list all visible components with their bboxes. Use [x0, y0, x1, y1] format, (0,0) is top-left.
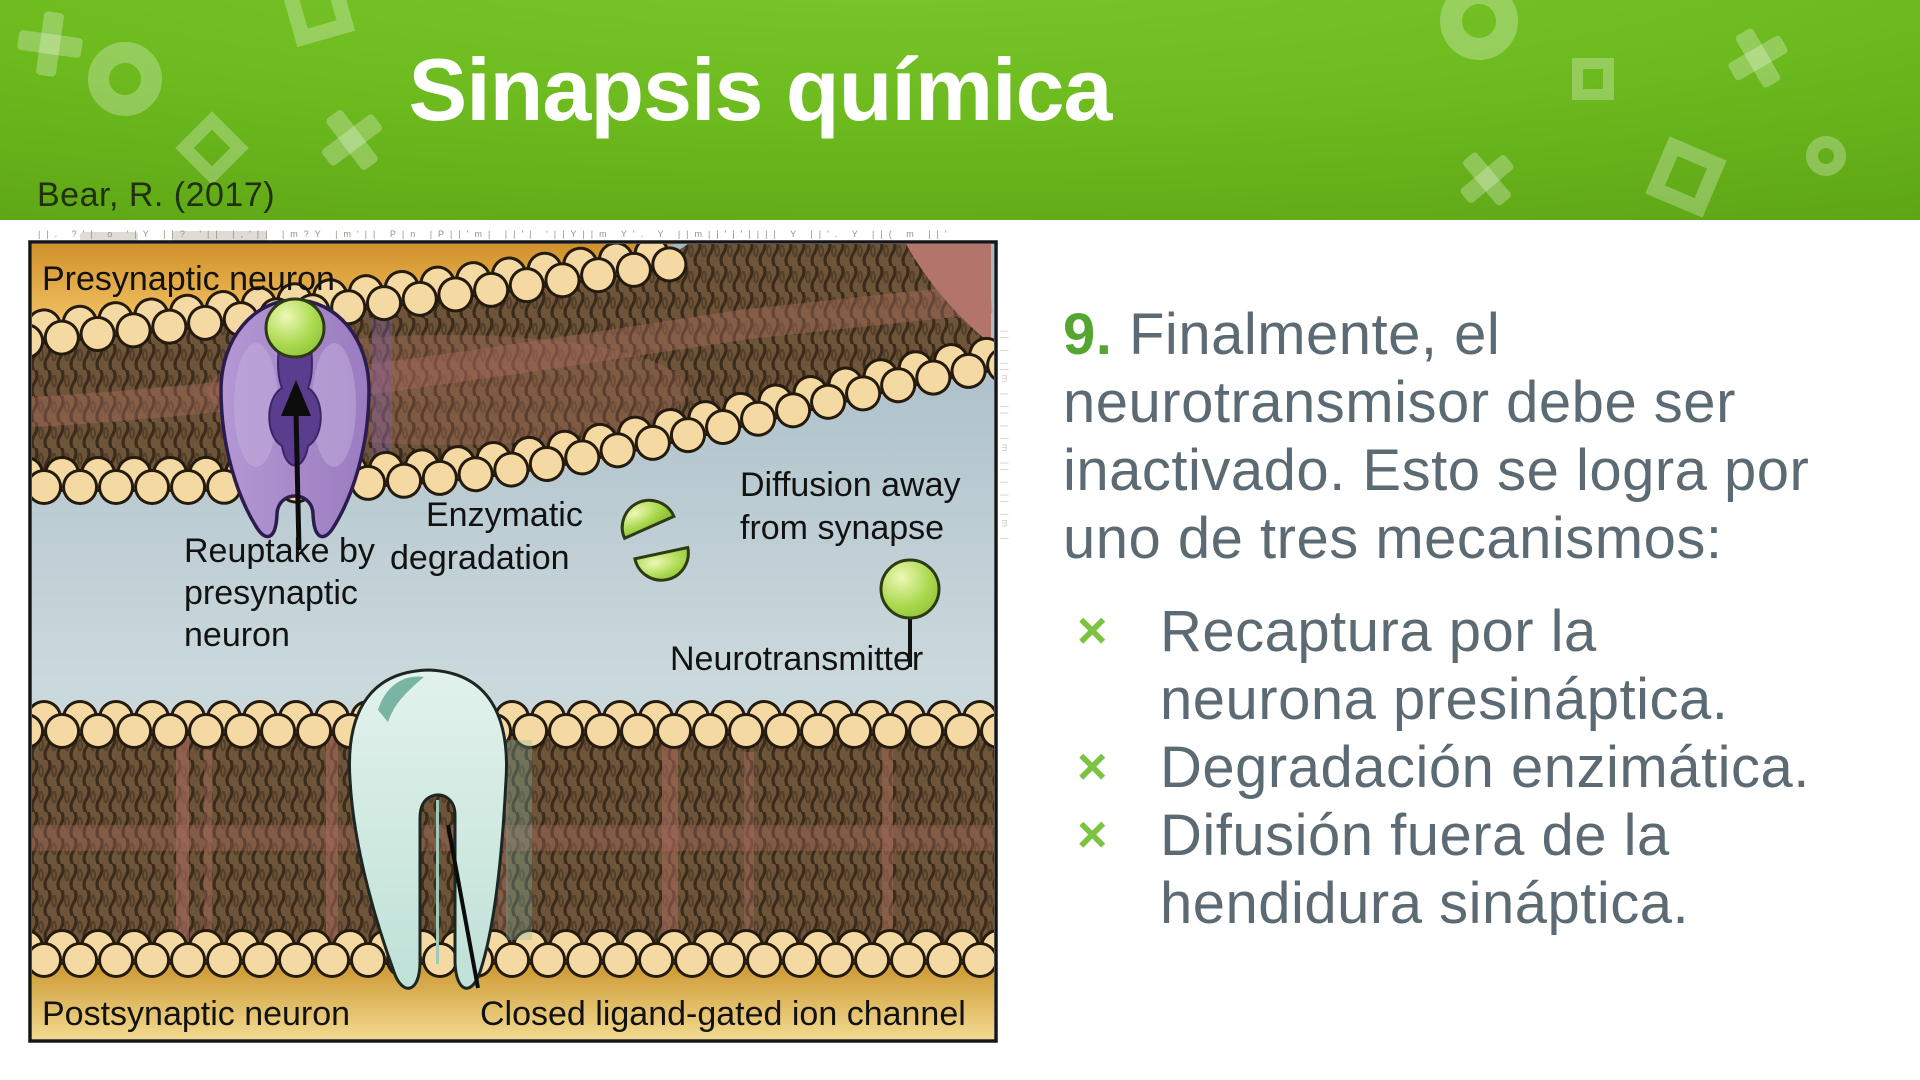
- label-enzymatic-2: degradation: [390, 539, 570, 577]
- presynaptic-cut-corner: [906, 244, 991, 344]
- label-postsynaptic: Postsynaptic neuron: [42, 995, 350, 1033]
- channel-tint: [506, 740, 532, 940]
- membrane-purple-tint: [372, 304, 392, 482]
- postsynaptic-membrane-tails: [32, 728, 994, 952]
- header-band: Sinapsis química Bear, R. (2017): [0, 0, 1920, 220]
- artifact-tab: [172, 231, 267, 241]
- deco-square-outline-icon: [1572, 58, 1614, 100]
- postsynaptic-lipid-heads: [32, 700, 994, 978]
- figure-crop-noise: ||. ?'| o '|Y ||? '|| |,'|| |m?Y |m'|| P…: [38, 229, 950, 239]
- reuptake-arrow-head: [281, 380, 311, 416]
- list-item: × Recaptura por la neurona presináptica.: [1063, 598, 1920, 734]
- label-neurotransmitter: Neurotransmitter: [670, 640, 923, 678]
- bullet-line: Recaptura por la: [1160, 599, 1597, 664]
- label-ion-channel: Closed ligand-gated ion channel: [480, 995, 966, 1033]
- figure-side-noise: || | ||m | || | |m || | || |m |: [1000, 330, 1010, 544]
- intro-line: neurotransmisor debe ser: [1063, 370, 1736, 435]
- step-number: 9.: [1063, 302, 1113, 367]
- deco-ring-small-icon: [1806, 136, 1846, 176]
- bullet-line: Difusión fuera de la: [1160, 803, 1670, 868]
- intro-line: uno de tres mecanismos:: [1063, 506, 1723, 571]
- deco-plus-icon: [14, 8, 86, 80]
- label-enzymatic-1: Enzymatic: [426, 496, 583, 534]
- bullet-x-icon: ×: [1077, 602, 1108, 660]
- intro-line: Finalmente, el: [1129, 302, 1501, 367]
- list-item: × Degradación enzimática.: [1063, 734, 1920, 802]
- citation-text: Bear, R. (2017): [37, 176, 276, 214]
- figure-border: [28, 240, 998, 1043]
- label-reuptake-3: neuron: [184, 616, 290, 654]
- neurotransmitter-ball: [879, 558, 941, 620]
- synapse-figure: Presynaptic neuron Reuptake by presynapt…: [28, 240, 998, 1043]
- mechanism-list: × Recaptura por la neurona presináptica.…: [1063, 598, 1920, 938]
- bullet-line: neurona presináptica.: [1160, 667, 1729, 732]
- slide-title: Sinapsis química: [408, 40, 1113, 139]
- deco-ring-icon: [1440, 0, 1518, 60]
- bullet-line: Degradación enzimática.: [1160, 735, 1810, 800]
- deco-ring-icon: [88, 42, 162, 116]
- membrane-red-band: [32, 283, 993, 427]
- deco-x-icon: [1717, 17, 1799, 99]
- label-reuptake-2: presynaptic: [184, 574, 358, 612]
- degraded-neurotransmitter: [620, 498, 690, 582]
- bullet-x-icon: ×: [1077, 738, 1108, 796]
- neurotransmitter-ball-pump: [264, 297, 326, 359]
- reuptake-arrow-shaft: [293, 411, 302, 551]
- bullet-line: hendidura sináptica.: [1160, 871, 1690, 936]
- bullet-x-icon: ×: [1077, 806, 1108, 864]
- list-item: × Difusión fuera de la hendidura sinápti…: [1063, 802, 1920, 938]
- intro-paragraph: 9. Finalmente, el neurotransmisor debe s…: [1063, 301, 1920, 573]
- label-reuptake-1: Reuptake by: [184, 532, 375, 570]
- deco-square-outline-icon: [280, 0, 356, 48]
- label-diffusion-2: from synapse: [740, 509, 944, 547]
- ion-channel: [347, 668, 508, 990]
- deco-x-icon: [1446, 138, 1528, 220]
- deco-diamond-outline-icon: [1645, 136, 1727, 218]
- label-presynaptic: Presynaptic neuron: [42, 260, 335, 298]
- label-diffusion-1: Diffusion away: [740, 466, 961, 504]
- artifact-tab: [80, 232, 138, 241]
- channel-pointer-line: [446, 824, 480, 989]
- intro-line: inactivado. Esto se logra por: [1063, 438, 1810, 503]
- deco-diamond-outline-icon: [175, 111, 249, 185]
